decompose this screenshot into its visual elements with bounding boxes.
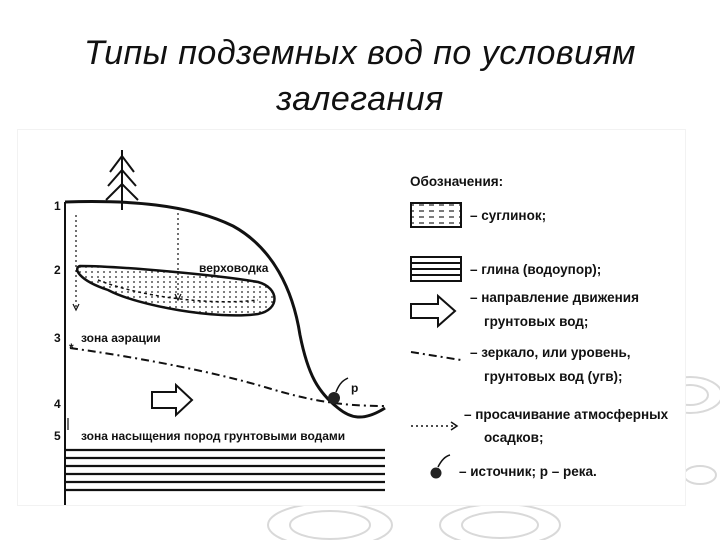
- title-line-2: залегания: [276, 80, 444, 118]
- legend-heading: Обозначения:: [410, 174, 503, 189]
- river-label: р: [351, 381, 358, 395]
- legend-water-table-label-1: – зеркало, или уровень,: [470, 345, 631, 360]
- ground-surface: [64, 200, 386, 419]
- legend-flow-label-2: грунтовых вод;: [484, 314, 588, 329]
- perched-water-lens: [75, 264, 276, 317]
- level-number-1: 1: [54, 199, 61, 213]
- water-table-line: [69, 347, 386, 407]
- diagram-scan: 1 2 3 4 5 верховодка зона аэрации *: [18, 130, 685, 505]
- level-number-2: 2: [54, 263, 61, 277]
- legend-flow-arrow-icon: [410, 293, 457, 329]
- saturation-zone-label: зона насыщения пород грунтовыми водами: [81, 429, 345, 443]
- legend-loam-swatch: [410, 202, 462, 228]
- legend-seepage-label-1: – просачивание атмосферных: [464, 407, 669, 422]
- legend-water-table-label-2: грунтовых вод (угв);: [484, 369, 623, 384]
- level-number-5: 5: [54, 429, 61, 443]
- legend-loam-label: – суглинок;: [470, 208, 546, 223]
- tree-icon: [105, 150, 139, 210]
- groundwater-diagram: 1 2 3 4 5 верховодка зона аэрации *: [54, 150, 669, 505]
- legend-spring-label: – источник; р – река.: [459, 464, 597, 479]
- legend-water-table-icon: [410, 351, 462, 361]
- legend-clay-swatch: [410, 256, 462, 282]
- perched-water-label: верховодка: [199, 261, 269, 275]
- legend-seepage-label-2: осадков;: [484, 430, 543, 445]
- spring-icon: [328, 392, 340, 404]
- title-line-1: Типы подземных вод по условиям: [84, 34, 636, 72]
- legend-spring-icon: [430, 467, 442, 479]
- level-number-3: 3: [54, 331, 61, 345]
- slide-title: Типы подземных вод по условиям залегания: [0, 30, 720, 122]
- level-number-4: 4: [54, 397, 61, 411]
- seepage-arrows: [75, 208, 179, 308]
- legend-clay-label: – глина (водоупор);: [470, 262, 601, 277]
- clay-aquiclude: [65, 448, 385, 492]
- groundwater-flow-arrow: [151, 382, 194, 418]
- legend-flow-label-1: – направление движения: [470, 290, 639, 305]
- aeration-zone-label: зона аэрации: [81, 331, 161, 345]
